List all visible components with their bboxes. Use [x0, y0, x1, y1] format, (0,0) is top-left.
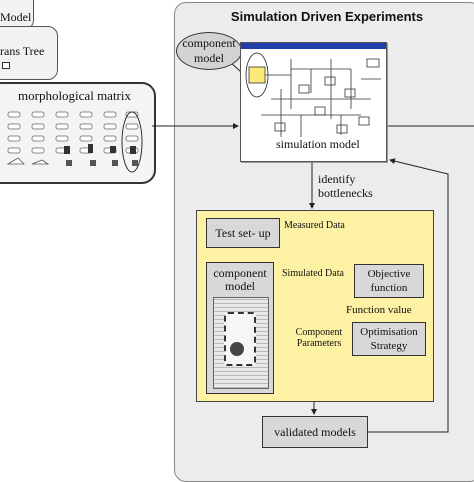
- morph-grid: [6, 108, 146, 174]
- screen-titlebar: [241, 43, 386, 49]
- tree-node-icon: [2, 62, 10, 69]
- validated-models-text: validated models: [274, 425, 356, 439]
- screen-caption: simulation model: [274, 137, 362, 152]
- morphological-matrix: [0, 82, 156, 184]
- test-setup-box: Test set- up: [206, 218, 280, 248]
- component-model-drawing: [213, 297, 269, 389]
- optimisation-strategy-box: Optimisation Strategy: [352, 322, 426, 356]
- measured-data-label: Measured Data: [284, 220, 345, 231]
- function-value-label: Function value: [346, 304, 412, 316]
- identify-bottlenecks-label: identify bottlenecks: [318, 172, 388, 200]
- morph-grid-svg: [6, 111, 143, 173]
- validated-models-box: validated models: [262, 416, 368, 448]
- component-model-bubble-text: component model: [182, 36, 236, 65]
- optimisation-strategy-text: Optimisation Strategy: [360, 326, 418, 352]
- component-parameters-text: Component Parameters: [295, 327, 343, 349]
- feedback-arrow: [368, 158, 449, 433]
- component-part-icon: [230, 342, 244, 356]
- panel-title: Simulation Driven Experiments: [230, 9, 424, 24]
- schematic: [245, 52, 381, 141]
- morphological-matrix-label: morphological matrix: [18, 88, 132, 103]
- component-model-box-title: component model: [213, 266, 267, 293]
- component-model-box: component model: [206, 262, 274, 394]
- simulated-data-label: Simulated Data: [282, 268, 344, 279]
- identify-bottlenecks-text: identify bottlenecks: [318, 172, 373, 200]
- objective-function-box: Objective function: [354, 264, 424, 298]
- component-model-bubble: component model: [176, 32, 242, 70]
- component-parameters-label: Component Parameters: [290, 327, 348, 349]
- trans-tree-card: [0, 26, 58, 80]
- trans-tree-card-label: rans Tree: [0, 44, 45, 58]
- component-schematic-icon: [224, 312, 256, 366]
- objective-function-text: Objective function: [367, 268, 411, 294]
- model-card-label: Model: [0, 10, 32, 24]
- model-card: [0, 0, 34, 30]
- test-setup-text: Test set- up: [215, 226, 271, 240]
